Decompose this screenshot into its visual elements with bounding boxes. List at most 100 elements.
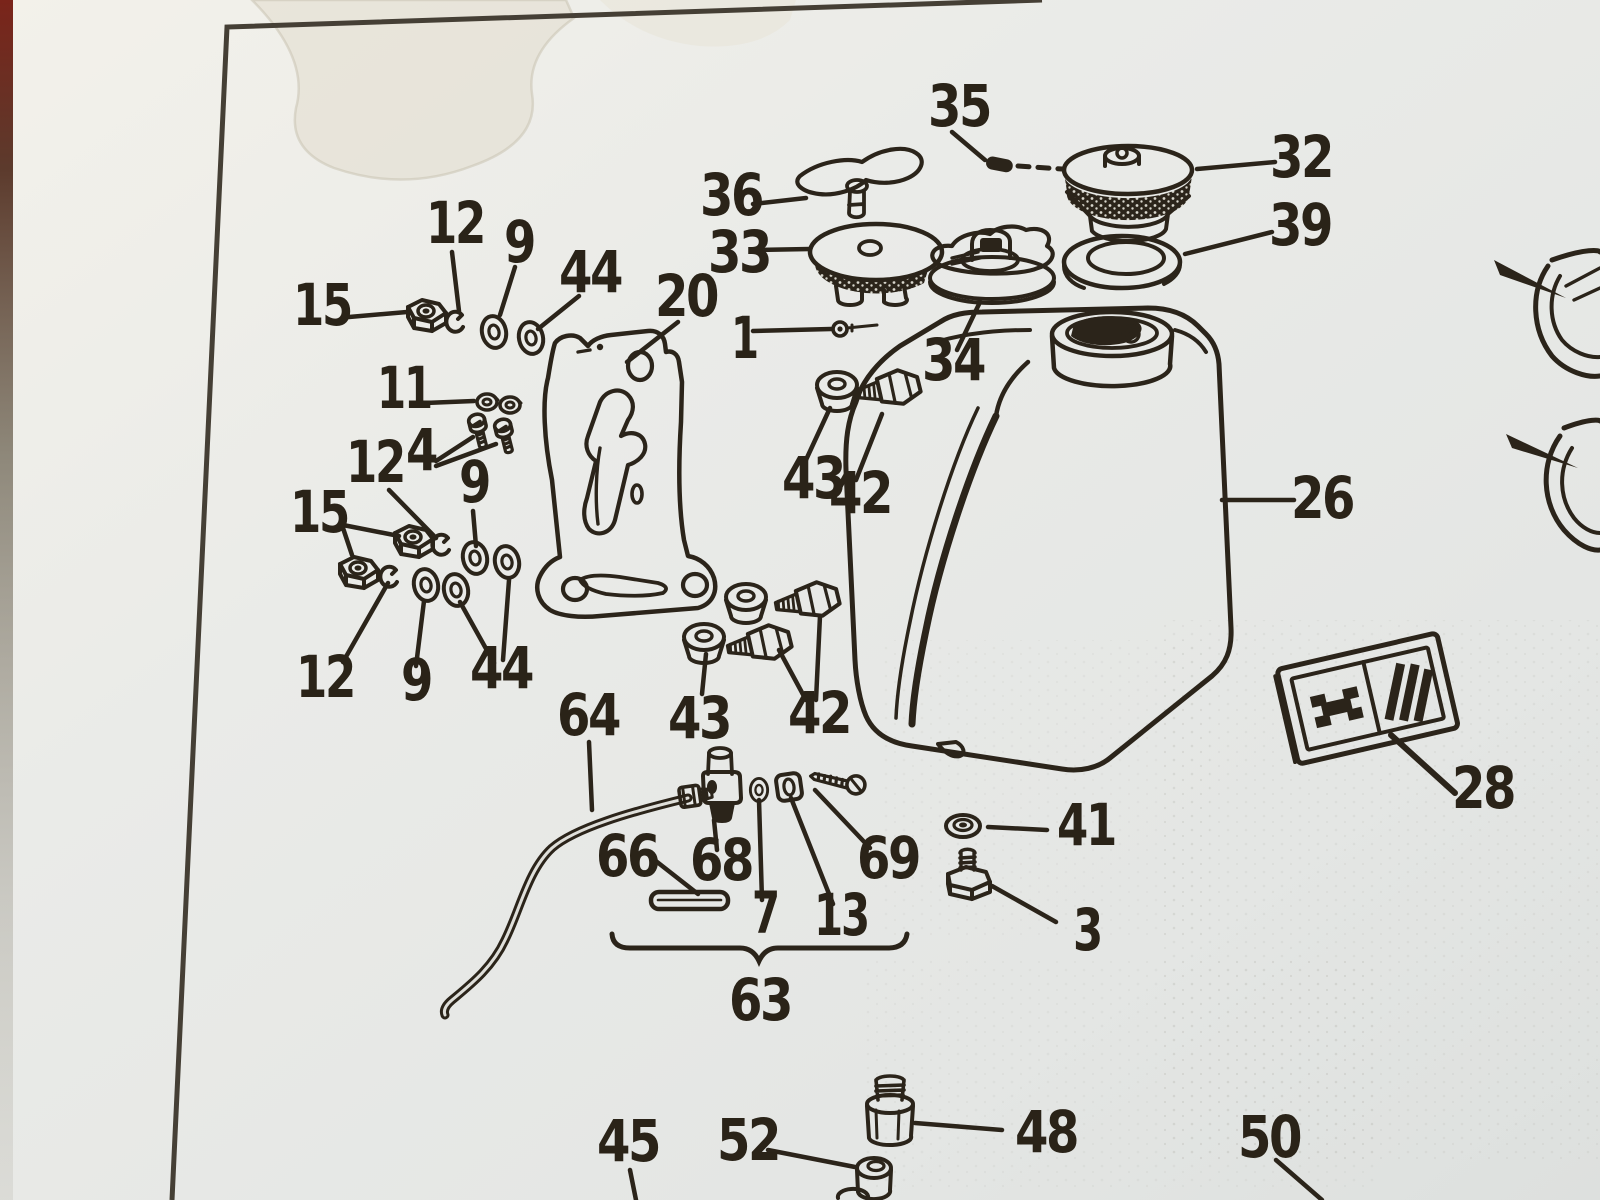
ghost-print [860,960,1380,1190]
leader-line [470,508,479,549]
callout-34: 34 [922,326,985,394]
filler-cap-drawing [1061,143,1195,243]
callout-9: 9 [401,646,431,714]
oil-pipe-drawing [439,783,714,1020]
leader-line [750,326,834,334]
callout-48: 48 [1015,1098,1077,1166]
washer-drawing-41 [944,813,982,839]
screw-drawing-69 [808,771,867,796]
callout-13: 13 [814,881,868,949]
page-border [169,0,1043,1200]
pad-drawing-66 [648,889,731,912]
leader-line [788,795,836,907]
leader-line [989,883,1059,925]
ghost-print [880,640,1210,940]
emblem-drawing [1273,631,1460,766]
callout-35: 35 [928,72,990,140]
callout-4: 4 [406,416,437,484]
callout-66: 66 [596,822,659,890]
callout-9: 9 [504,208,534,276]
leader-line [776,613,823,703]
callout-50: 50 [1238,1103,1301,1171]
callout-42: 42 [829,459,891,527]
leader-line [422,398,477,406]
bushing-drawing-52 [835,1156,893,1200]
leader-line [755,246,813,253]
page-edge-shadow [0,0,13,1200]
callout-12: 12 [426,189,484,257]
leader-line [346,309,410,320]
callout-labels: 35 32 36 33 39 34 20 1 12 9 44 15 11 4 1… [290,72,1517,1175]
leader-line [449,249,462,314]
callout-43: 43 [782,444,844,512]
leader-line [413,598,427,669]
callout-15: 15 [293,271,351,339]
callout-3: 3 [1073,896,1101,964]
callout-12: 12 [346,428,404,496]
callout-33: 33 [708,218,770,286]
callout-32: 32 [1270,123,1332,191]
leader-line [1015,163,1065,172]
callout-9: 9 [459,448,489,516]
leader-line [627,1167,639,1200]
callout-64: 64 [557,681,620,749]
leader-line [711,817,720,853]
leader-line [457,577,512,666]
cap-cover-drawing [807,221,945,307]
cap-handle-drawing [795,146,924,220]
callout-39: 39 [1269,191,1331,259]
brace-63 [609,931,910,967]
callout-20: 20 [655,262,718,330]
fitting-drawing-48 [865,1074,915,1148]
oil-tank-drawing [843,305,1234,773]
callout-63: 63 [729,966,791,1034]
callout-43: 43 [668,684,730,752]
stud-nut-drawing-3 [946,847,992,901]
callout-45: 45 [597,1107,659,1175]
leader-line [586,739,595,813]
leader-line [535,293,582,332]
leader-line [750,195,809,207]
callout-69: 69 [857,824,919,892]
callout-7: 7 [752,879,778,947]
water-stain [250,0,576,181]
partial-badge-drawing [1494,247,1600,379]
callout-12: 12 [296,643,354,711]
leader-line [1194,159,1278,172]
screw-pin-drawing [831,320,879,338]
cap-gasket-drawing [1061,233,1183,291]
pin-drawing [986,156,1013,173]
leader-line [812,787,873,851]
nut-drawing-13 [774,771,804,803]
leader-line [765,1147,858,1170]
leader-line [1273,1157,1325,1200]
callout-52: 52 [717,1106,779,1174]
callout-44: 44 [470,634,533,702]
callout-28: 28 [1452,754,1514,822]
callout-36: 36 [700,161,763,229]
callout-42: 42 [788,679,850,747]
leader-line [1388,732,1458,796]
valve-body-drawing [701,746,743,823]
leader-line [340,522,402,558]
leader-line [699,651,709,697]
callout-41: 41 [1057,791,1115,859]
leader-line [985,824,1050,833]
callout-11: 11 [377,354,431,422]
leader-line [756,797,765,903]
part-drawings [338,143,1600,1200]
leader-line [949,129,988,163]
mounting-bracket-drawing [535,328,718,619]
leader-line [340,580,391,665]
leader-line [497,264,518,318]
leader-line [649,855,701,897]
callout-68: 68 [690,826,752,894]
callout-44: 44 [559,238,622,306]
leader-lines [340,129,1458,1200]
callout-15: 15 [290,478,348,546]
leader-line [912,1120,1005,1133]
valve-plate-drawing [928,224,1056,305]
callout-26: 26 [1291,464,1354,532]
